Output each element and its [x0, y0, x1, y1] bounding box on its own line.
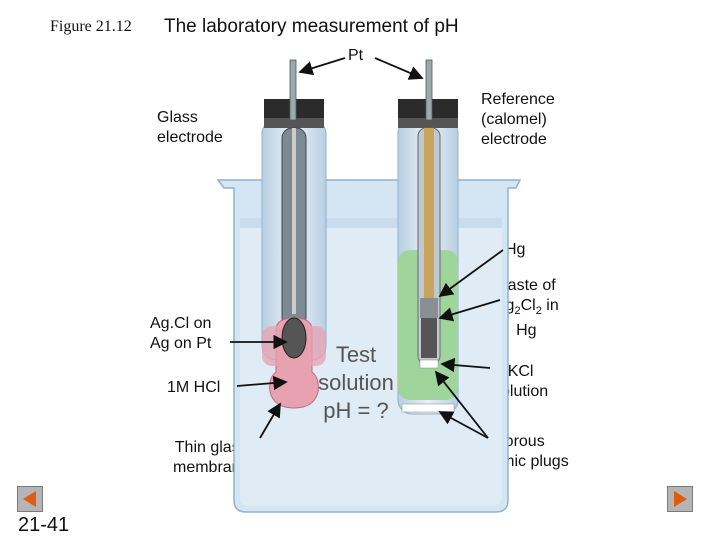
pt-label: Pt — [348, 47, 364, 64]
paste-cl: Cl — [520, 297, 536, 314]
hcl-label: 1M HCl — [167, 379, 221, 396]
pointer-arrows — [230, 57, 504, 439]
agcl-coating — [281, 317, 307, 359]
glass-electrode-label: Glass electrode — [157, 108, 223, 148]
reference-electrode-label-line1: Reference — [481, 91, 555, 108]
agcl-label-line2: Ag on Pt — [150, 335, 212, 352]
pt-arrow-left — [298, 57, 346, 76]
inner-ceramic-plug — [419, 359, 439, 369]
paste-arrow — [438, 299, 501, 322]
thin-glass-label-line2: membrane — [173, 459, 250, 476]
porous-arrow-outer — [438, 411, 489, 439]
next-slide-button[interactable] — [667, 486, 693, 512]
thin-glass-label: Thin glass membrane — [173, 438, 249, 478]
thin-glass-label-line1: Thin glass — [174, 439, 248, 456]
paste-hg2cl2 — [421, 318, 437, 358]
thin-glass-arrow — [259, 402, 281, 439]
right-triangle-icon — [674, 491, 687, 507]
hg-label: Hg — [505, 241, 526, 258]
glass-electrode-label-line2: electrode — [157, 129, 223, 146]
paste-in: in — [541, 297, 559, 314]
reference-electrode-label-line3: electrode — [481, 131, 547, 148]
hg-pool — [420, 298, 438, 318]
test-solution-line1: Test — [336, 342, 376, 367]
pt-arrow-right — [374, 57, 424, 80]
paste-sub-2a: 2 — [514, 305, 521, 318]
figure-number: Figure 21.12 — [50, 18, 132, 35]
paste-label: Paste of Hg2Cl2 in Hg — [494, 276, 559, 341]
figure-title: The laboratory measurement of pH — [164, 16, 459, 37]
reference-electrode-label: Reference (calomel) electrode — [481, 90, 555, 150]
test-solution-line3: pH = ? — [323, 398, 388, 423]
paste-sub-2b: 2 — [535, 305, 542, 318]
hg-arrow — [438, 249, 504, 298]
glass-electrode-wire — [289, 59, 297, 121]
kcl-arrow — [440, 357, 491, 373]
porous-arrow-inner — [434, 370, 489, 439]
left-triangle-icon — [23, 491, 36, 507]
glass-electrode-label-line1: Glass — [157, 109, 198, 126]
paste-label-line3: Hg — [516, 322, 537, 340]
outer-ceramic-plug — [401, 403, 455, 413]
reference-electrode-label-line2: (calomel) — [481, 111, 547, 128]
test-solution-line2: solution — [318, 370, 394, 395]
hcl-arrow — [236, 375, 288, 391]
page-number: 21-41 — [18, 514, 70, 536]
glass-electrode — [261, 59, 327, 409]
agcl-label: Ag.Cl on Ag on Pt — [150, 314, 211, 354]
previous-slide-button[interactable] — [17, 486, 43, 512]
kcl-label-line1: KCl — [507, 363, 534, 380]
reference-electrode — [397, 59, 459, 415]
reference-electrode-wire — [425, 59, 433, 121]
agcl-label-line1: Ag.Cl on — [150, 315, 212, 332]
paste-label-line1: Paste of — [497, 277, 556, 294]
